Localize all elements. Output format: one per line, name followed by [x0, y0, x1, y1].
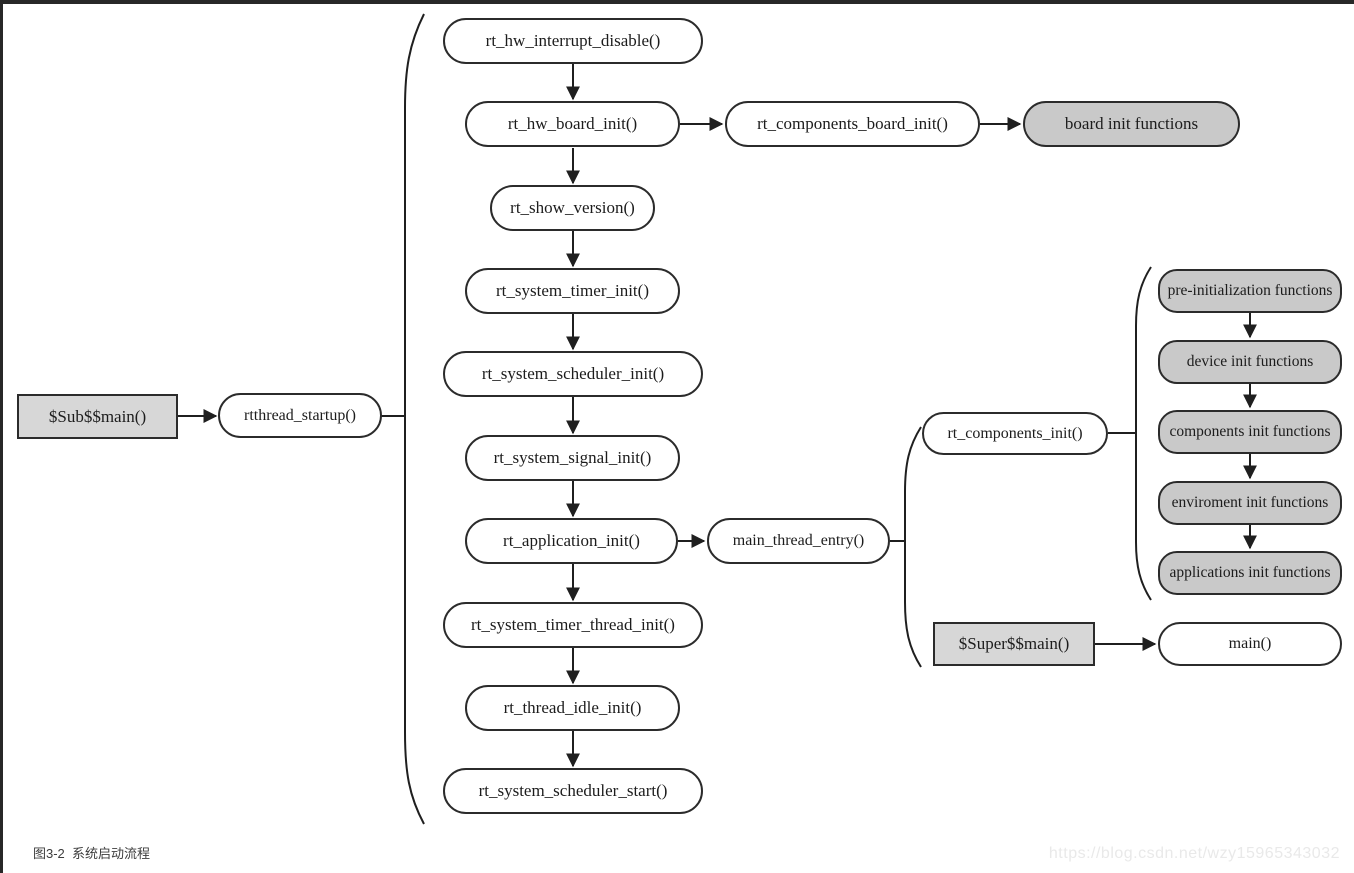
node-rtthread-startup: rtthread_startup(): [218, 393, 382, 438]
node-applications-init-functions: applications init functions: [1158, 551, 1342, 595]
node-rt-system-timer-thread-init: rt_system_timer_thread_init(): [443, 602, 703, 648]
node-rt-hw-interrupt-disable: rt_hw_interrupt_disable(): [443, 18, 703, 64]
node-device-init-functions: device init functions: [1158, 340, 1342, 384]
csdn-watermark: https://blog.csdn.net/wzy15965343032: [1048, 845, 1340, 862]
node-main-thread-entry: main_thread_entry(): [707, 518, 890, 564]
node-rt-thread-idle-init: rt_thread_idle_init(): [465, 685, 680, 731]
node-sub-main: $Sub$$main(): [17, 394, 178, 439]
node-board-init-functions: board init functions: [1023, 101, 1240, 147]
node-super-main: $Super$$main(): [933, 622, 1095, 666]
node-components-init-functions: components init functions: [1158, 410, 1342, 454]
node-rt-show-version: rt_show_version(): [490, 185, 655, 231]
frame-left-border: [0, 0, 3, 873]
frame-top-border: [0, 0, 1354, 4]
node-rt-components-init: rt_components_init(): [922, 412, 1108, 455]
node-rt-application-init: rt_application_init(): [465, 518, 678, 564]
node-rt-system-signal-init: rt_system_signal_init(): [465, 435, 680, 481]
node-rt-system-scheduler-init: rt_system_scheduler_init(): [443, 351, 703, 397]
node-rt-system-timer-init: rt_system_timer_init(): [465, 268, 680, 314]
node-rt-system-scheduler-start: rt_system_scheduler_start(): [443, 768, 703, 814]
figure-caption: 图3-2 系统启动流程: [33, 846, 151, 861]
node-rt-components-board-init: rt_components_board_init(): [725, 101, 980, 147]
node-main: main(): [1158, 622, 1342, 666]
node-pre-initialization-functions: pre-initialization functions: [1158, 269, 1342, 313]
node-rt-hw-board-init: rt_hw_board_init(): [465, 101, 680, 147]
node-enviroment-init-functions: enviroment init functions: [1158, 481, 1342, 525]
